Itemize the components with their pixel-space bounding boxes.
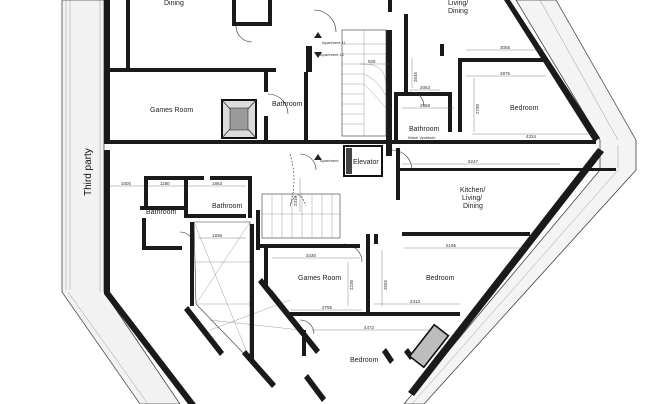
stairs-lower [261, 153, 341, 239]
room-label-bathroom-4: Bathroom [212, 203, 243, 210]
kitchen-label-line: Living/ [462, 195, 482, 202]
door-swings [179, 9, 425, 335]
dim-2558: 2558 [420, 103, 431, 108]
dimension-labels: 3055 2875 2790 4324 2063 2558 6247 1000 … [121, 45, 537, 330]
apartment-11-label: Apartment 11 [322, 40, 346, 45]
dim-6247: 6247 [468, 159, 479, 164]
dim-3055: 3055 [500, 45, 511, 50]
dim-3430: 3430 [306, 253, 317, 258]
lower-walls [184, 278, 460, 402]
living-dining-top-line: Living/ [448, 0, 468, 7]
shaft-box-upper [221, 99, 257, 139]
room-label-dining-top: Dining [164, 0, 184, 7]
stairs-upper [341, 29, 387, 137]
upper-apartment-walls [110, 0, 548, 156]
dim-4324: 4324 [526, 134, 537, 139]
apartment-12-label: Apartment 12 [320, 52, 345, 57]
small-annotations: Apartment 11 Apartment 12 Apartment Wash… [314, 32, 436, 163]
room-labels: Dining Living/ Dining Games Room Bathroo… [146, 0, 539, 364]
third-party-strip: Third party [61, 0, 181, 404]
room-label-living-dining-top: Living/ Dining [448, 0, 470, 15]
room-label-bedroom-3: Bedroom [350, 357, 379, 364]
dim-1180: 1180 [160, 181, 170, 186]
dim-2645: 2645 [413, 71, 418, 82]
living-dining-top-line: Dining [448, 8, 468, 15]
dim-2313: 2755 [322, 305, 333, 310]
dim-2063: 2063 [420, 85, 431, 90]
dim-1863: 1863 [212, 181, 223, 186]
room-label-bathroom-2: Bathroom [409, 126, 440, 133]
dim-2236: 2236 [349, 279, 354, 290]
dim-1836: 1836 [212, 233, 223, 238]
kitchen-label-line: Dining [463, 203, 483, 210]
dim-4472: 4472 [364, 325, 375, 330]
dim-925: 925 [368, 59, 376, 64]
third-party-label: Third party [83, 148, 94, 196]
dim-2555: 2555 [383, 279, 388, 290]
room-label-elevator: Elevator [353, 159, 379, 166]
room-label-games-room-2: Games Room [298, 275, 341, 282]
dim-5195: 5195 [446, 243, 457, 248]
dim-2755: 2313 [410, 299, 421, 304]
room-label-bathroom-3: Bathroom [146, 209, 177, 216]
kitchen-label-line: Kitchen/ [460, 187, 485, 194]
dim-1000: 1000 [121, 181, 132, 186]
room-label-bathroom-1: Bathroom [272, 101, 303, 108]
room-label-kitchen-living-dining: Kitchen/ Living/ Dining [460, 187, 487, 210]
room-label-bedroom-1: Bedroom [510, 105, 539, 112]
dimension-lines [110, 49, 592, 331]
light-well [190, 221, 301, 361]
dim-2875: 2875 [500, 71, 511, 76]
dim-2790: 2790 [475, 103, 480, 114]
room-label-bedroom-2: Bedroom [426, 275, 455, 282]
wash-vestibule-label: Wash Vestibule [408, 135, 436, 140]
elevator: Elevator [343, 145, 383, 177]
dim-2316: 2316 [293, 195, 298, 206]
room-label-games-room-1: Games Room [150, 107, 193, 114]
apartment-lower-label: Apartment [320, 158, 339, 163]
middle-walls [140, 148, 616, 314]
exterior-walls [104, 0, 604, 404]
